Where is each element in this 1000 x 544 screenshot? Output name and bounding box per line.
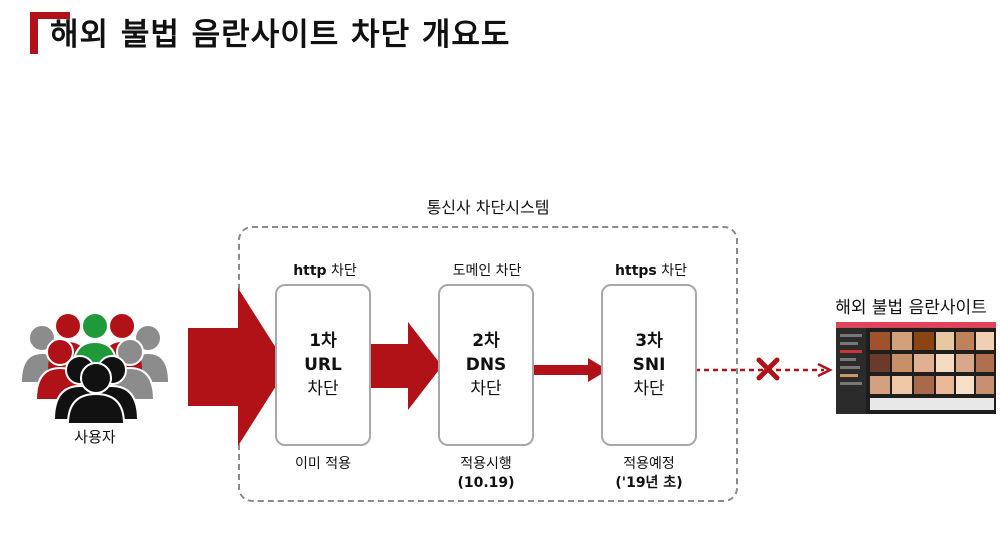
system-label: 통신사 차단시스템: [426, 198, 550, 217]
website-thumbnail-icon: [836, 322, 996, 414]
stage-3-box: 3차 SNI 차단: [601, 284, 697, 446]
traffic-arrow-small: [524, 358, 608, 382]
stage-1-method: URL: [304, 355, 342, 375]
stage-1-foot: 이미 적용: [295, 456, 351, 472]
site-label: 해외 불법 음란사이트: [835, 298, 987, 318]
stage-2-method: DNS: [465, 355, 507, 375]
stage-1-step: 1차: [309, 331, 337, 351]
stage-3-head: https 차단: [615, 263, 687, 279]
people-group-icon: [22, 312, 168, 424]
traffic-arrow-medium: [356, 322, 442, 410]
stage-2-head: 도메인 차단: [452, 263, 522, 279]
stage-2-step: 2차: [472, 331, 500, 351]
traffic-arrow-large: [188, 288, 288, 446]
stage-3-method: SNI: [632, 355, 666, 375]
stage-2-foot: 적용시행 (10.19): [457, 456, 515, 491]
stage-3-foot: 적용예정 ('19년 초): [615, 456, 683, 491]
stage-1-action: 차단: [307, 379, 339, 399]
stage-2-box: 2차 DNS 차단: [438, 284, 534, 446]
title-accent-mark: [30, 12, 70, 54]
stage-1-box: 1차 URL 차단: [275, 284, 371, 446]
block-x-icon: [756, 357, 780, 381]
user-label: 사용자: [74, 428, 116, 446]
stage-1-head: http 차단: [293, 263, 357, 279]
stage-2-action: 차단: [470, 379, 502, 399]
stage-3-step: 3차: [635, 331, 663, 351]
page-title: 해외 불법 음란사이트 차단 개요도: [50, 17, 511, 53]
blocked-arrow: [686, 362, 833, 378]
stage-3-action: 차단: [633, 379, 665, 399]
